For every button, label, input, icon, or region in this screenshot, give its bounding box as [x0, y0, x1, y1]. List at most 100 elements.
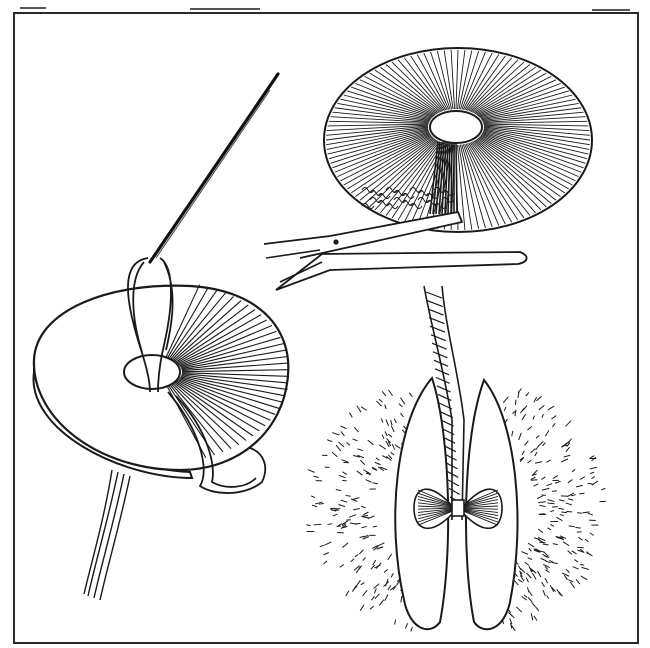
fluff-dash — [528, 543, 534, 547]
fluff-dash — [590, 456, 594, 458]
fluff-dash — [528, 460, 532, 463]
fluff-dash — [579, 493, 584, 494]
fluff-dash — [547, 528, 551, 530]
fluff-dash — [389, 390, 393, 396]
fluff-dash — [324, 542, 331, 545]
fluff-dash — [341, 431, 344, 436]
fluff-dash — [533, 416, 534, 420]
fluff-dash — [392, 444, 394, 450]
fluff-dash — [534, 616, 537, 621]
fluff-dash — [340, 565, 344, 568]
fluff-dash — [539, 405, 544, 410]
fluff-dash — [558, 508, 563, 509]
fluff-dash — [560, 515, 564, 516]
fluff-dash — [564, 455, 571, 457]
fluff-dash — [572, 551, 577, 554]
fluff-dash — [359, 550, 363, 554]
fluff-dash — [395, 445, 401, 449]
fluff-dash — [529, 548, 532, 551]
fluff-dash — [546, 460, 550, 462]
fluff-dash — [525, 562, 529, 565]
fluff-dash — [373, 560, 376, 565]
fluff-dash — [339, 442, 344, 447]
fluff-dash — [362, 517, 370, 519]
wrapping-on-disc-panel — [34, 74, 289, 600]
fluff-dash — [550, 524, 553, 526]
pompom-shade — [456, 142, 457, 214]
fluff-dash — [347, 443, 350, 446]
fluff-dash — [592, 481, 598, 485]
fluff-dash — [518, 579, 522, 582]
scissor-lower-blade — [276, 252, 527, 290]
fluff-dash — [527, 587, 528, 592]
fluff-dash — [520, 408, 524, 413]
fluff-dash — [528, 558, 532, 560]
cord-twist — [448, 480, 459, 486]
fluff-dash — [519, 433, 522, 440]
fluff-dash — [518, 392, 519, 398]
fluff-dash — [521, 552, 528, 555]
fluff-dash — [591, 477, 594, 479]
fluff-dash — [522, 414, 526, 420]
cord-twist — [427, 301, 443, 307]
fluff-dash — [574, 560, 578, 562]
fluff-dash — [573, 567, 579, 570]
bundle-knot — [452, 500, 464, 516]
fluff-dash — [568, 439, 571, 444]
fluff-dash — [559, 500, 564, 501]
fluff-dash — [582, 512, 589, 513]
tied-pompom-section-panel — [306, 286, 605, 631]
fluff-dash — [535, 452, 537, 456]
fluff-dash — [349, 515, 356, 518]
fluff-dash — [566, 569, 570, 572]
fluff-dash — [324, 552, 329, 554]
fluff-dash — [361, 407, 366, 411]
scissor-pivot — [333, 239, 338, 244]
fluff-dash — [391, 573, 393, 577]
fluff-dash — [384, 569, 387, 572]
fluff-dash — [538, 571, 541, 577]
fluff-dash — [551, 416, 556, 420]
fluff-dash — [566, 447, 570, 452]
fluff-dash — [557, 589, 561, 595]
fluff-dash — [522, 451, 524, 455]
fluff-dash — [363, 470, 369, 473]
tied-yarn-bundle — [414, 489, 502, 528]
fluff-dash — [378, 543, 385, 546]
cord-twist — [432, 343, 447, 349]
fluff-dash — [362, 526, 367, 527]
fluff-dash — [553, 544, 558, 545]
fluff-dash — [360, 605, 364, 611]
fluff-dash — [336, 489, 341, 490]
fluff-dash — [400, 413, 403, 417]
fluff-dash — [308, 470, 315, 473]
fluff-dash — [353, 509, 360, 510]
cord-twist — [436, 377, 450, 383]
fluff-dash — [585, 539, 589, 542]
fluff-dash — [357, 449, 362, 451]
fluff-dash — [510, 614, 514, 618]
fluff-dash — [379, 445, 386, 449]
fluff-dash — [346, 591, 349, 596]
fluff-dash — [552, 423, 555, 427]
fluff-dash — [543, 564, 549, 567]
fluff-dash — [342, 472, 347, 475]
scissor-upper-blade — [264, 212, 462, 258]
fluff-dash — [545, 578, 548, 583]
fluff-dash — [578, 537, 582, 540]
fluff-dash — [385, 432, 387, 436]
fluff-dash — [381, 418, 383, 422]
fluff-dash — [556, 517, 562, 520]
fluff-dash — [577, 513, 582, 514]
fluff-dash — [311, 496, 315, 498]
fluff-dash — [516, 607, 521, 612]
fluff-dash — [542, 488, 549, 490]
fluff-dash — [543, 544, 549, 545]
needle-icon — [150, 74, 278, 262]
fluff-dash — [547, 500, 554, 502]
fluff-dash — [512, 431, 513, 436]
fluff-dash — [561, 512, 567, 513]
cord-twist — [438, 394, 451, 400]
fluff-dash — [567, 493, 574, 497]
